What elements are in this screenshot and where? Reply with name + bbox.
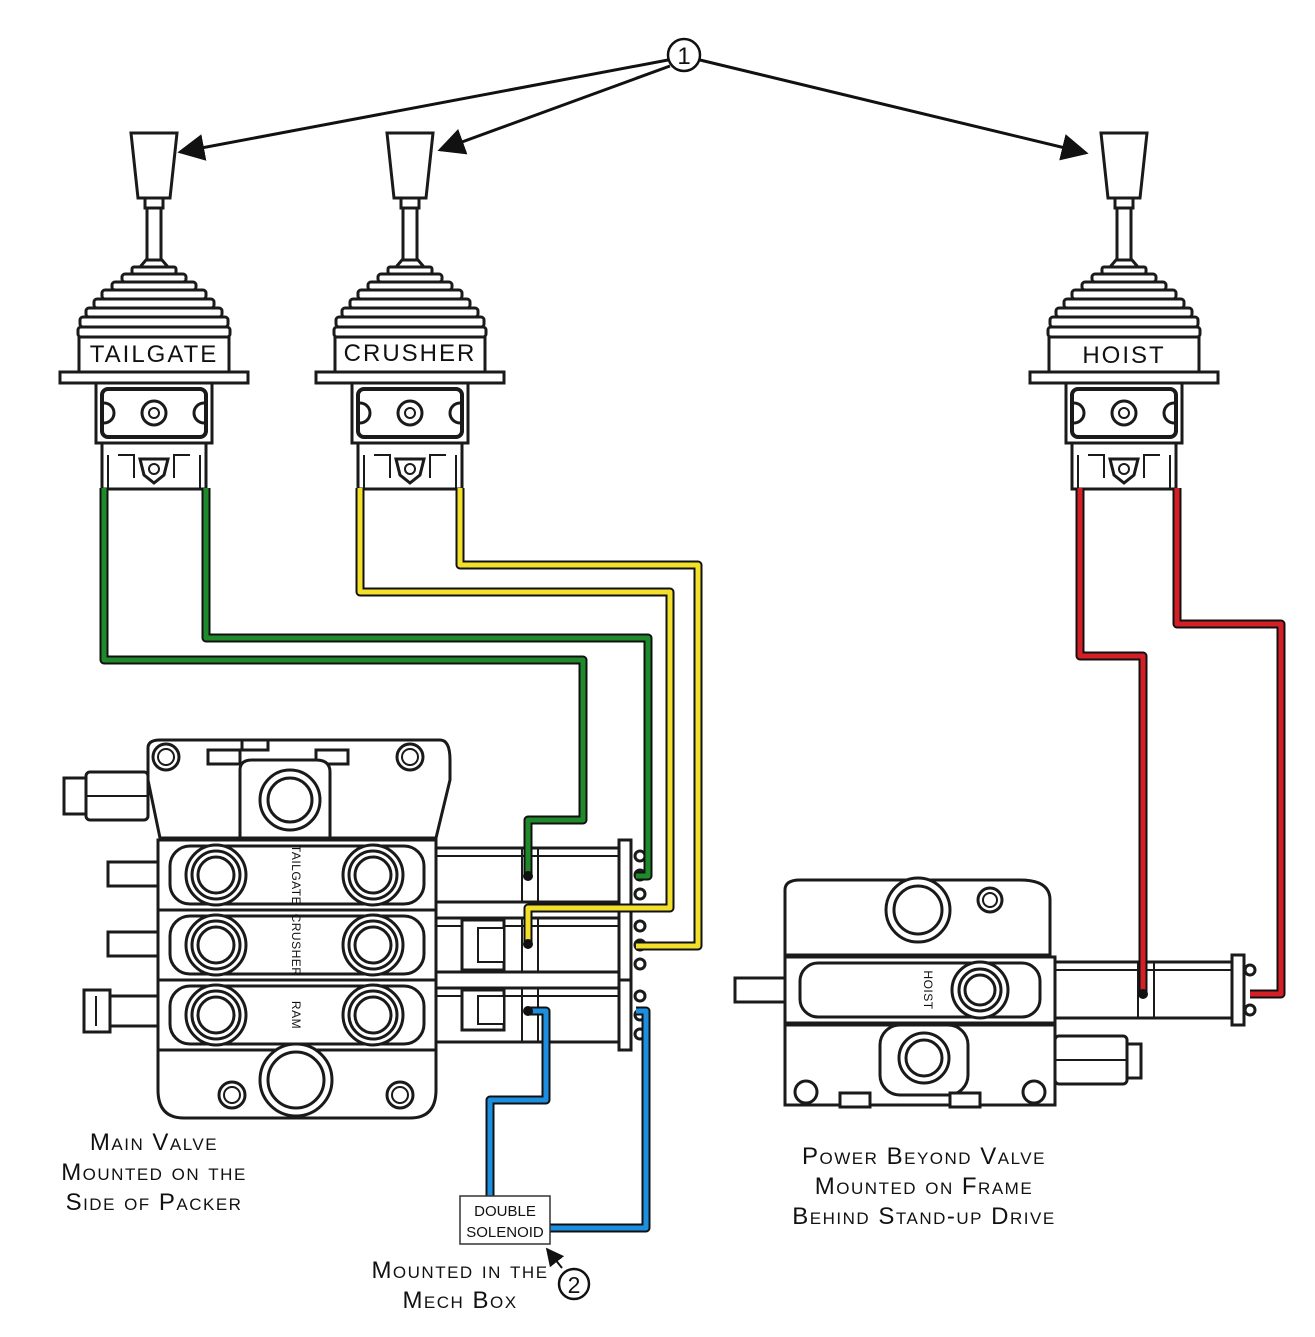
callout-1: 1 xyxy=(177,37,1089,161)
main-valve-section-ram: RAM xyxy=(289,1001,303,1029)
power-beyond-section-hoist: HOIST xyxy=(921,970,935,1009)
callout-2: 2 xyxy=(545,1247,591,1301)
main-valve-caption-line1: Main Valve xyxy=(90,1129,218,1156)
callout-1-number: 1 xyxy=(677,43,690,70)
joystick-label-tailgate: TAILGATE xyxy=(90,341,218,368)
main-valve-caption-line3: Side of Packer xyxy=(66,1189,243,1216)
solenoid-label-line2: SOLENOID xyxy=(466,1224,544,1241)
hose-tailgate-b xyxy=(203,488,651,879)
solenoid-caption-line1: Mounted in the xyxy=(371,1257,548,1284)
hose-crusher-a xyxy=(357,488,673,944)
hoses-tailgate xyxy=(99,488,653,881)
hose-hoist-a xyxy=(1077,488,1146,994)
hoses-solenoid xyxy=(485,1006,651,1233)
main-valve-section-tailgate: TAILGATE xyxy=(289,845,303,905)
hoses-hoist xyxy=(1075,488,1286,999)
joystick-label-crusher: CRUSHER xyxy=(344,340,477,367)
solenoid-caption-line2: Mech Box xyxy=(402,1287,517,1314)
callout-2-number: 2 xyxy=(568,1272,581,1298)
main-valve: TAILGATE CRUSHER RAM xyxy=(62,738,647,1120)
power-beyond-caption-line2: Mounted on Frame xyxy=(815,1173,1033,1200)
hose-hoist-b xyxy=(1174,488,1284,997)
solenoid-caption: Mounted in the Mech Box xyxy=(371,1257,548,1314)
hose-solenoid-b xyxy=(550,1008,649,1231)
solenoid-label-line1: DOUBLE xyxy=(474,1203,536,1220)
main-valve-section-crusher: CRUSHER xyxy=(289,914,303,977)
power-beyond-valve: HOIST xyxy=(733,876,1257,1109)
main-valve-caption: Main Valve Mounted on the Side of Packer xyxy=(61,1129,247,1216)
power-beyond-caption-line1: Power Beyond Valve xyxy=(802,1143,1046,1170)
hose-crusher-b xyxy=(457,488,701,949)
double-solenoid-box: DOUBLE SOLENOID xyxy=(459,1195,551,1245)
joystick-crusher: CRUSHER xyxy=(314,131,506,491)
joystick-tailgate: TAILGATE xyxy=(58,131,250,491)
joystick-label-hoist: HOIST xyxy=(1082,342,1165,369)
power-beyond-caption: Power Beyond Valve Mounted on Frame Behi… xyxy=(792,1143,1055,1230)
hose-solenoid-a xyxy=(487,1008,549,1196)
power-beyond-caption-line3: Behind Stand-up Drive xyxy=(792,1203,1055,1230)
main-valve-caption-line2: Mounted on the xyxy=(61,1159,247,1186)
joystick-hoist: HOIST xyxy=(1028,131,1220,491)
hoses-crusher xyxy=(355,488,703,951)
hose-tailgate-a xyxy=(101,488,586,876)
